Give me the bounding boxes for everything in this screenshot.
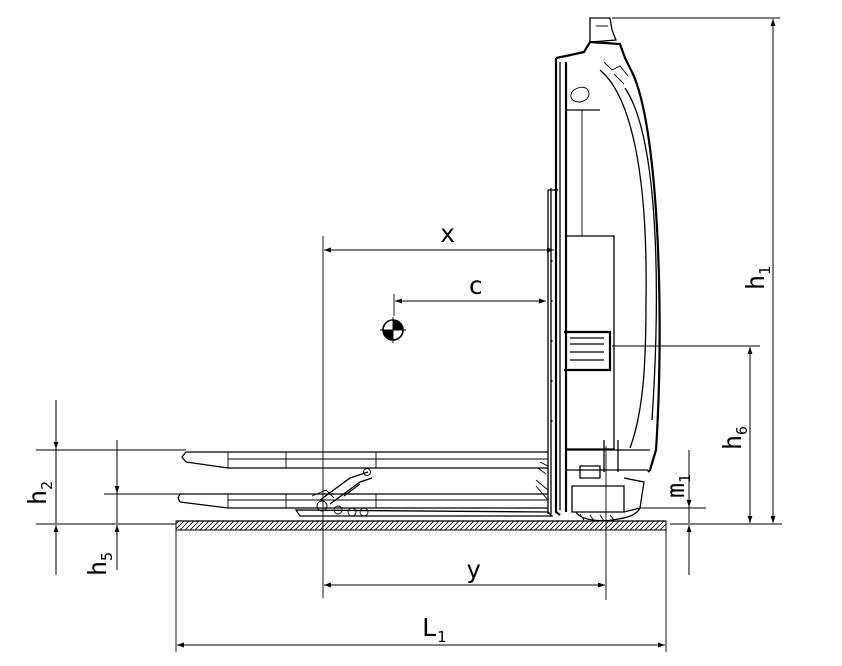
label-x: x <box>440 219 455 248</box>
label-h2: h2 <box>23 481 56 505</box>
ground <box>175 520 667 531</box>
lift-linkage <box>311 461 549 517</box>
label-m1: m1 <box>661 474 694 498</box>
label-h1: h1 <box>741 266 774 290</box>
mast-body <box>547 17 661 522</box>
extension-lines <box>36 17 782 652</box>
label-c: c <box>468 271 483 300</box>
lower-base-legs <box>177 493 554 517</box>
label-y: y <box>466 555 481 584</box>
label-h6: h6 <box>718 426 751 450</box>
center-of-gravity-icon <box>380 317 406 343</box>
label-L1: L1 <box>422 613 446 646</box>
dimension-labels: x c y L1 h1 h6 h2 h5 m1 <box>23 219 774 646</box>
dimension-lines <box>53 19 776 648</box>
upper-forks <box>181 451 548 469</box>
label-h5: h5 <box>83 552 116 576</box>
